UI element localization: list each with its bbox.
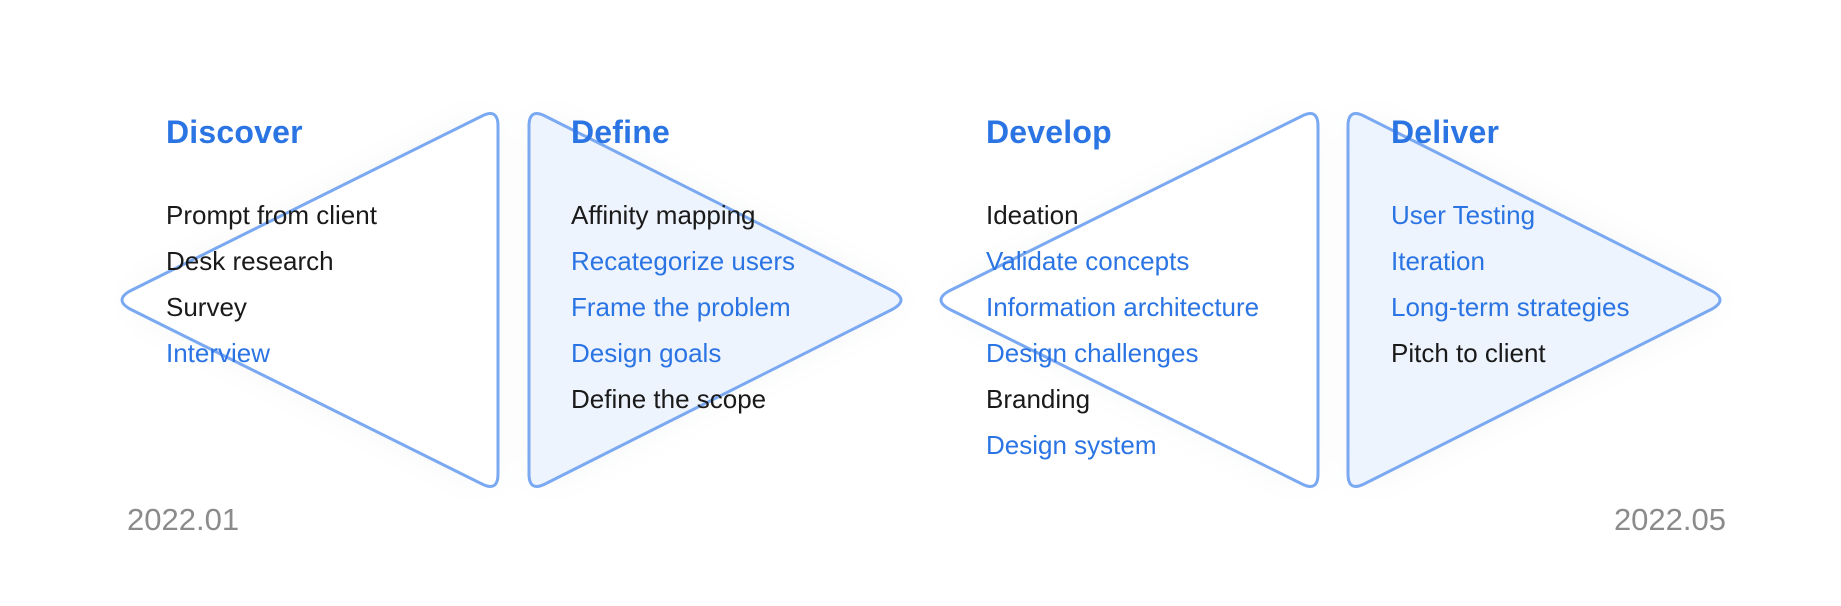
deliver-title: Deliver <box>1391 114 1500 150</box>
list-item: Ideation <box>986 200 1079 230</box>
define-title: Define <box>571 114 670 150</box>
deliver-triangle <box>1346 112 1722 488</box>
discover-item-list: Prompt from client Desk research Survey … <box>166 192 377 376</box>
start-date: 2022.01 <box>127 502 240 537</box>
discover-title: Discover <box>166 114 303 150</box>
list-item: Validate concepts <box>986 246 1190 276</box>
list-item: Design system <box>986 430 1157 460</box>
discover-phase: Discover Prompt from client Desk researc… <box>166 112 377 376</box>
list-item: Define the scope <box>571 384 767 414</box>
list-item: Desk research <box>166 246 334 276</box>
develop-phase: Develop Ideation Validate concepts Infor… <box>986 112 1259 468</box>
discover-triangle <box>120 112 500 488</box>
deliver-phase: Deliver User Testing Iteration Long-term… <box>1391 112 1629 376</box>
list-item: Survey <box>166 292 247 322</box>
list-item: Design challenges <box>986 338 1199 368</box>
list-item: Interview <box>166 338 271 368</box>
end-date: 2022.05 <box>1613 502 1726 537</box>
develop-title: Develop <box>986 114 1112 150</box>
list-item: Frame the problem <box>571 292 791 322</box>
list-item: Long-term strategies <box>1391 292 1630 322</box>
list-item: Branding <box>986 384 1091 414</box>
list-item: Pitch to client <box>1391 338 1546 368</box>
define-phase: Define Affinity mapping Recategorize use… <box>571 112 795 422</box>
list-item: Prompt from client <box>166 200 377 230</box>
define-item-list: Affinity mapping Recategorize users Fram… <box>571 192 795 422</box>
list-item: User Testing <box>1391 200 1536 230</box>
deliver-item-list: User Testing Iteration Long-term strateg… <box>1391 192 1629 376</box>
develop-item-list: Ideation Validate concepts Information a… <box>986 192 1259 468</box>
list-item: Affinity mapping <box>571 200 756 230</box>
list-item: Information architecture <box>986 292 1260 322</box>
develop-triangle <box>939 112 1320 488</box>
list-item: Design goals <box>571 338 722 368</box>
list-item: Recategorize users <box>571 246 795 276</box>
list-item: Iteration <box>1391 246 1485 276</box>
define-triangle <box>527 112 903 488</box>
